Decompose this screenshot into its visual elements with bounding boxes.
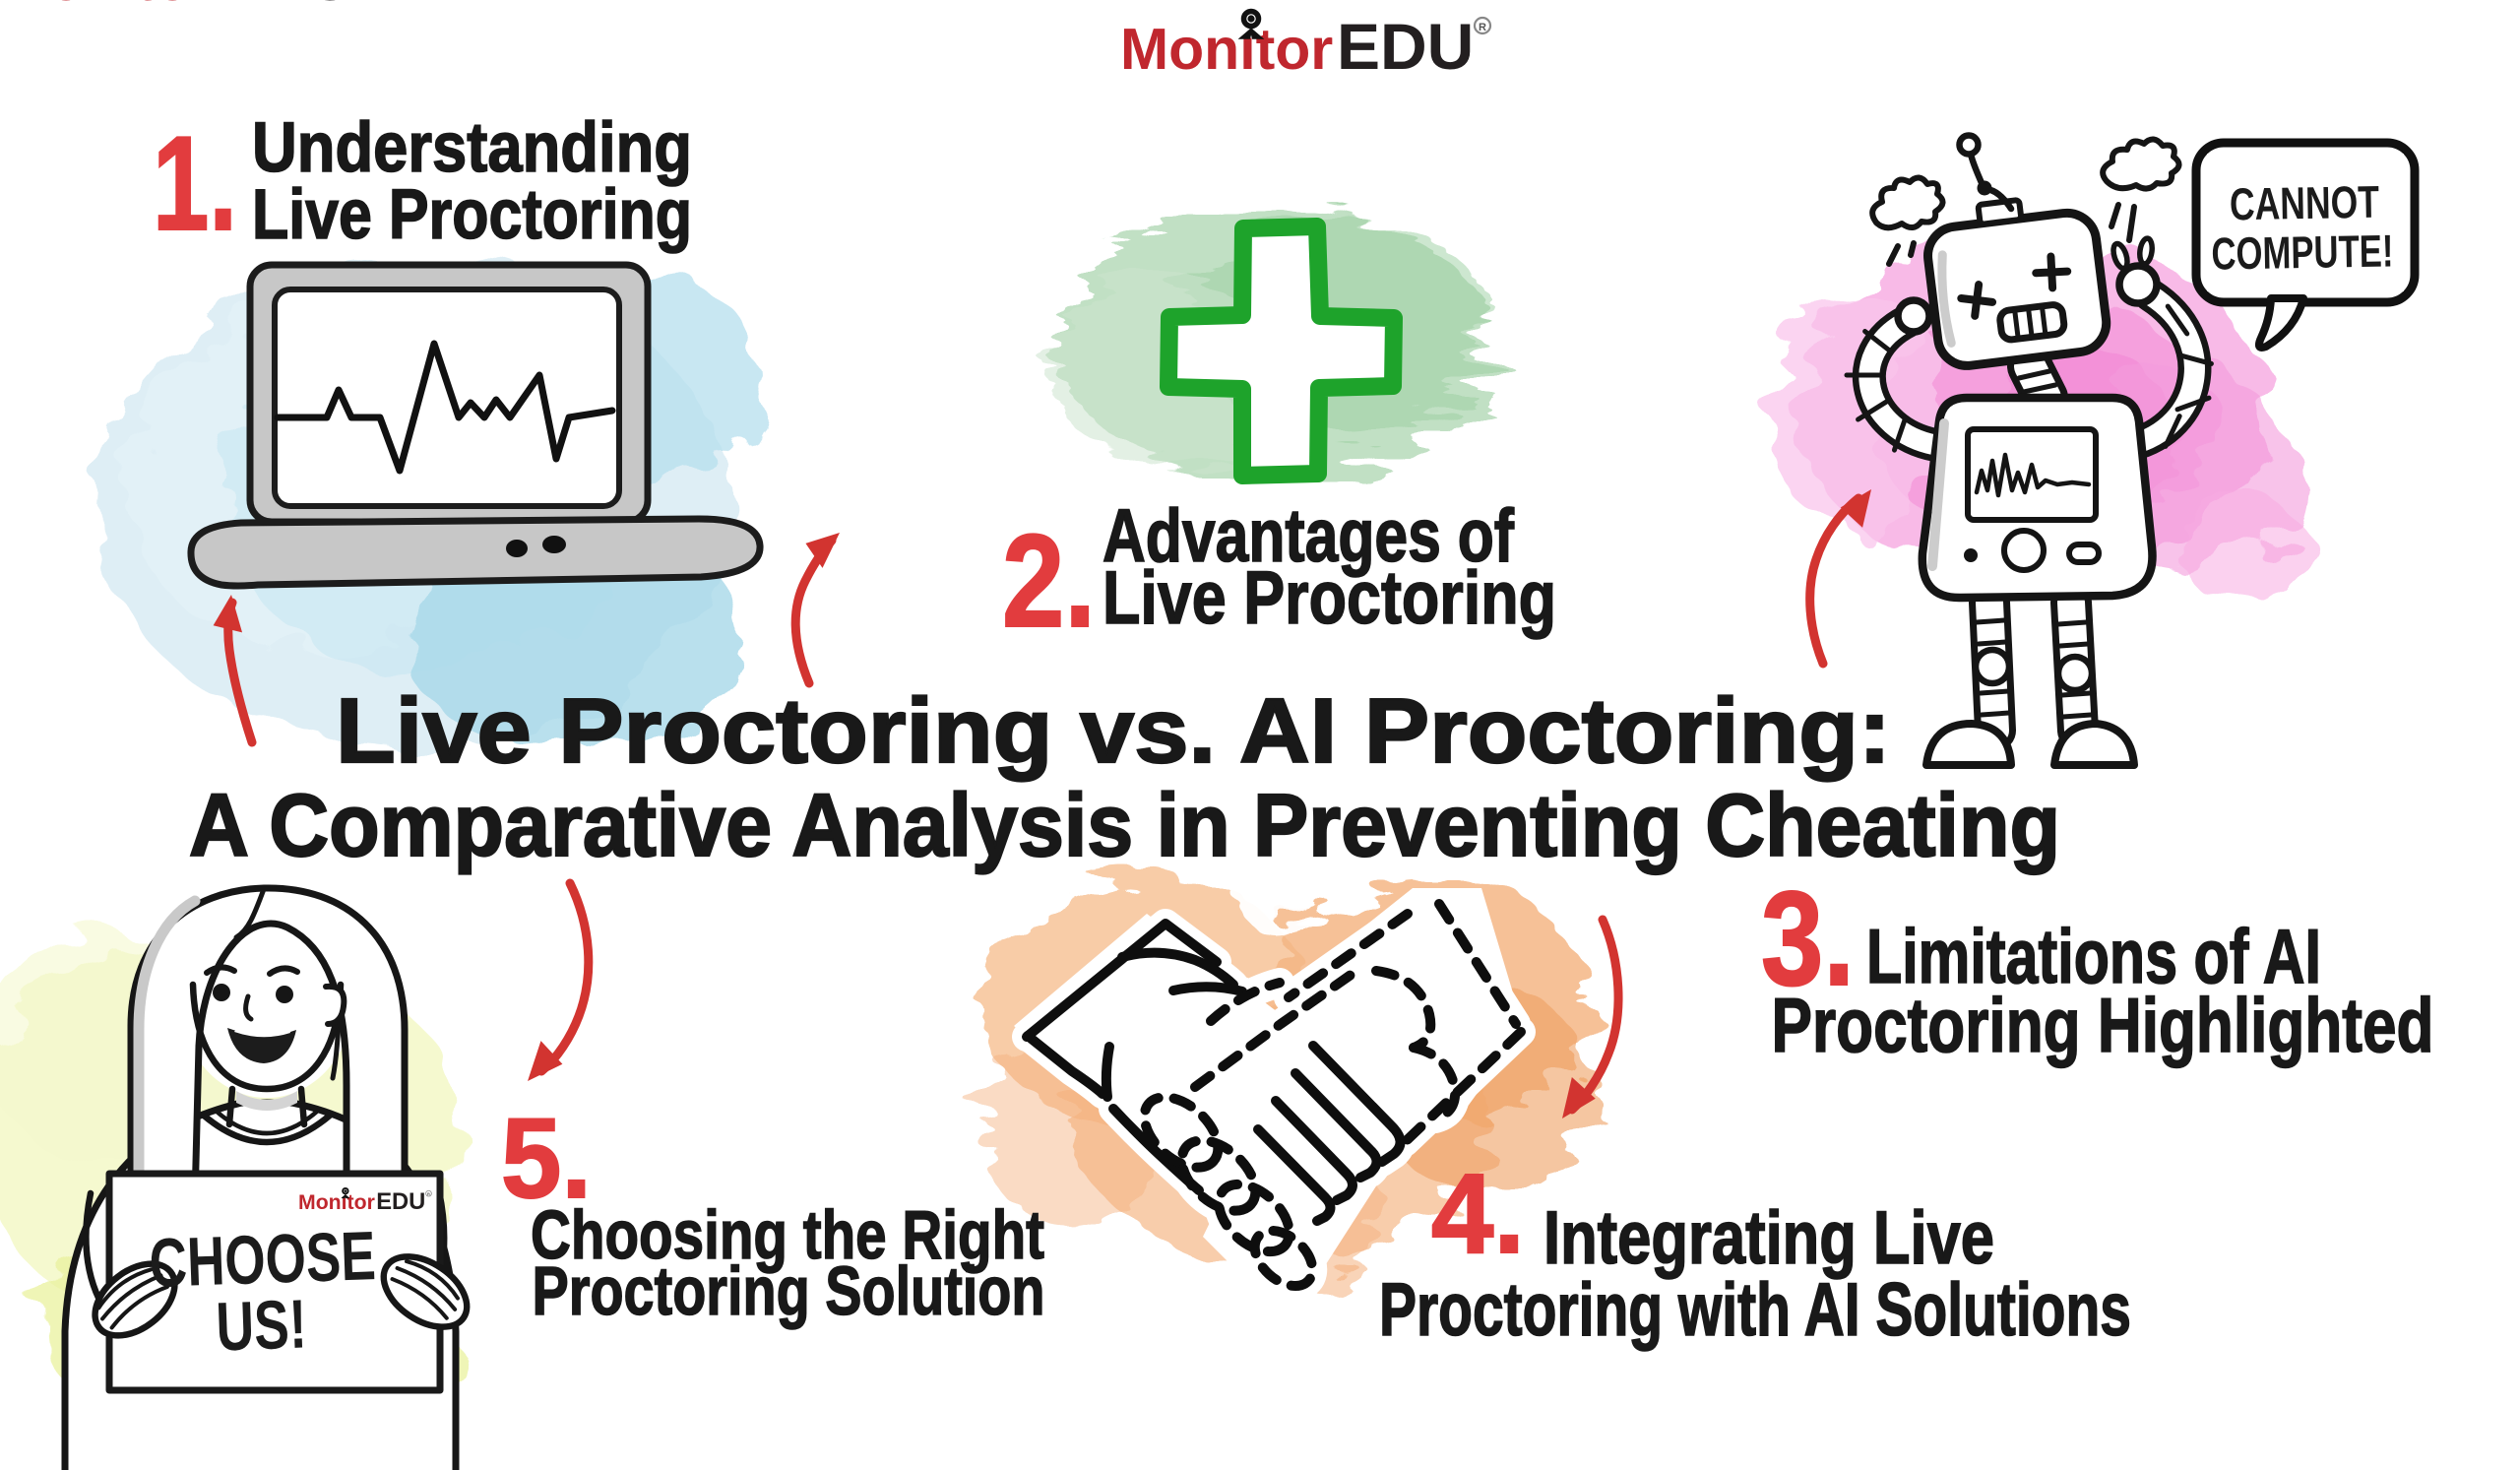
svg-text:Live Proctoring vs. AI Proctor: Live Proctoring vs. AI Proctoring:: [336, 679, 1891, 782]
svg-text:COMPUTE!: COMPUTE!: [2211, 224, 2394, 279]
svg-text:3.: 3.: [1761, 863, 1855, 1013]
svg-text:Monitor: Monitor: [0, 0, 213, 13]
svg-text:Choosing the Right: Choosing the Right: [531, 1196, 1044, 1273]
svg-text:CANNOT: CANNOT: [2229, 176, 2379, 230]
svg-text:Advantages of: Advantages of: [1102, 494, 1515, 578]
svg-text:Understanding: Understanding: [252, 109, 692, 187]
svg-text:A Comparative Analysis in Prev: A Comparative Analysis in Preventing Che…: [189, 777, 2060, 875]
svg-text:Live Proctoring: Live Proctoring: [252, 176, 692, 254]
svg-text:4.: 4.: [1431, 1151, 1525, 1277]
svg-text:Proctoring Solution: Proctoring Solution: [533, 1252, 1045, 1329]
svg-text:Proctoring Highlighted: Proctoring Highlighted: [1772, 982, 2434, 1068]
svg-text:Integrating Live: Integrating Live: [1544, 1196, 1994, 1280]
svg-text:Proctoring with AI Solutions: Proctoring with AI Solutions: [1379, 1268, 2131, 1352]
svg-text:2.: 2.: [1002, 508, 1096, 655]
svg-text:5.: 5.: [501, 1096, 592, 1222]
svg-text:EDU: EDU: [217, 0, 353, 14]
svg-text:Limitations of AI: Limitations of AI: [1866, 913, 2321, 999]
svg-text:US!: US!: [215, 1285, 308, 1365]
svg-text:Live Proctoring: Live Proctoring: [1102, 556, 1556, 640]
svg-text:CHOOSE: CHOOSE: [148, 1217, 377, 1302]
svg-text:1.: 1.: [153, 108, 237, 258]
